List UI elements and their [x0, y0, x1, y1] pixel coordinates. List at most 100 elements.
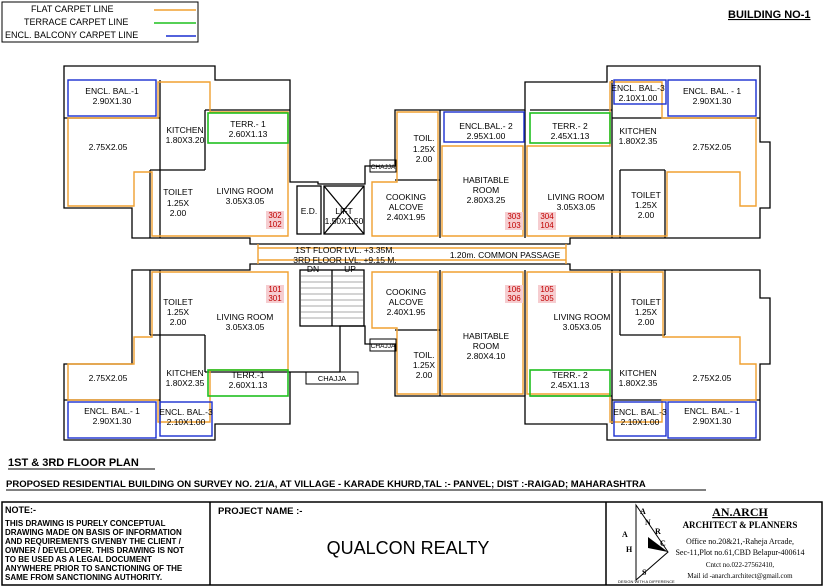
note-line-4: OWNER / DEVELOPER. THIS DRAWING IS NOT [5, 546, 184, 555]
dim-toil-upper-b: 2.00 [416, 154, 433, 164]
label-chajja-lower: CHAJJA [371, 343, 396, 350]
legend-flat-label: FLAT CARPET LINE [31, 4, 114, 14]
project-name: QUALCON REALTY [327, 538, 490, 558]
dim-living-ul: 3.05X3.05 [226, 196, 265, 206]
logo-letter-6: H [626, 545, 633, 554]
legend-terrace-label: TERRACE CARPET LINE [24, 17, 128, 27]
label-cooking-lower: COOKING [386, 287, 426, 297]
flat-303: 303 [507, 212, 521, 221]
dim-toil-upper-a: 1.25X [413, 144, 436, 154]
dim-kitchen-ll: 1.80X2.35 [166, 378, 205, 388]
firm-email: Mail id -anarch.architect@gmail.com [687, 572, 793, 580]
label-encl-bal-3-lr: ENCL. BAL.-3 [613, 407, 667, 417]
label-living-ur: LIVING ROOM [548, 192, 605, 202]
dim-kitchen-ul: 1.80X3.20 [166, 135, 205, 145]
label-toilet-ll: TOILET [163, 297, 193, 307]
label-living-lr: LIVING ROOM [554, 312, 611, 322]
flat-104: 104 [540, 221, 554, 230]
flat-number-tags: 302 102 303 103 304 104 101 301 106 306 … [266, 211, 556, 303]
title-block: NOTE:- THIS DRAWING IS PURELY CONCEPTUAL… [1, 501, 823, 586]
dim-living-lr: 3.05X3.05 [563, 322, 602, 332]
dim-encl-bal-1-ur: 2.90X1.30 [693, 96, 732, 106]
flat-102: 102 [268, 220, 282, 229]
dim-room-ur: 2.75X2.05 [693, 142, 732, 152]
chajja-boxes [305, 159, 397, 385]
logo-letter-2: N [645, 518, 651, 527]
note-line-6: ANYWHERE PRIOR TO SANCTIONING OF THE [5, 564, 183, 573]
dim-encl-bal-1-ul: 2.90X1.30 [93, 96, 132, 106]
dim-alcove-upper: 2.40X1.95 [387, 212, 426, 222]
dim-toilet-ur-b: 2.00 [638, 210, 655, 220]
label-habitable-lower: HABITABLE [463, 331, 509, 341]
label-cooking-upper: COOKING [386, 192, 426, 202]
label-encl-bal-1-lr: ENCL. BAL.- 1 [684, 406, 740, 416]
dim-encl-bal-1-ll: 2.90X1.30 [93, 416, 132, 426]
label-alcove-lower: ALCOVE [389, 297, 424, 307]
dim-encl-bal-2: 2.95X1.00 [467, 131, 506, 141]
building-label: BUILDING NO-1 [728, 9, 811, 21]
label-kitchen-ul: KITCHEN [166, 125, 203, 135]
dim-toilet-lr-a: 1.25X [635, 307, 658, 317]
note-line-7: SAME FROM SANCTIONING AUTHORITY. [5, 573, 162, 582]
label-room-lower: ROOM [473, 341, 499, 351]
dim-toilet-ur-a: 1.25X [635, 200, 658, 210]
dim-toilet-lr-b: 2.00 [638, 317, 655, 327]
plan-title: 1ST & 3RD FLOOR PLAN [8, 457, 139, 469]
flat-101: 101 [268, 285, 282, 294]
dim-terr1-ul: 2.60X1.13 [229, 129, 268, 139]
dim-habitable-upper: 2.80X3.25 [467, 195, 506, 205]
dim-encl-bal-1-lr: 2.90X1.30 [693, 416, 732, 426]
terrace-carpet-lines [207, 112, 611, 397]
note-heading: NOTE:- [5, 505, 36, 515]
dim-room-ul: 2.75X2.05 [89, 142, 128, 152]
dim-toilet-ul-a: 1.25X [167, 198, 190, 208]
label-kitchen-ll: KITCHEN [166, 368, 203, 378]
dim-room-ll: 2.75X2.05 [89, 373, 128, 383]
dim-toilet-ll-b: 2.00 [170, 317, 187, 327]
firm-contact: Cntct no.022-27562410, [706, 561, 774, 569]
label-kitchen-lr: KITCHEN [619, 368, 656, 378]
staircase-treads [300, 275, 364, 319]
flat-306: 306 [507, 294, 521, 303]
dim-toil-lower-a: 1.25X [413, 360, 436, 370]
balcony-carpet-lines [67, 79, 757, 439]
label-lift: LIFT [335, 206, 352, 216]
label-encl-bal-2: ENCL.BAL.- 2 [459, 121, 513, 131]
logo-letter-1: A [640, 507, 646, 516]
logo-letter-3: A [622, 530, 628, 539]
logo-letter-7: S [642, 568, 647, 577]
note-line-2: DRAWING MADE ON BASIS OF INFORMATION [5, 528, 182, 537]
label-toilet-ul: TOILET [163, 187, 193, 197]
label-ed: E.D. [301, 206, 318, 216]
label-habitable-upper: HABITABLE [463, 175, 509, 185]
flat-105: 105 [540, 285, 554, 294]
label-common-passage: 1.20m. COMMON PASSAGE [450, 250, 561, 260]
dim-encl-bal-3-lr: 2.10X1.00 [621, 417, 660, 427]
label-chajja-stair: CHAJJA [318, 374, 346, 383]
dim-living-ll: 3.05X3.05 [226, 322, 265, 332]
dim-kitchen-lr: 1.80X2.35 [619, 378, 658, 388]
label-terr2-lr: TERR.- 2 [552, 370, 588, 380]
dim-toilet-ul-b: 2.00 [170, 208, 187, 218]
note-line-1: THIS DRAWING IS PURELY CONCEPTUAL [5, 519, 166, 528]
flat-301: 301 [268, 294, 282, 303]
note-line-3: AND REQUIREMENTS GIVENBY THE CLIENT / [5, 537, 182, 546]
label-up: UP [344, 264, 356, 274]
label-alcove-upper: ALCOVE [389, 202, 424, 212]
dim-encl-bal-3-ll: 2.10X1.00 [167, 417, 206, 427]
legend-balcony-label: ENCL. BALCONY CARPET LINE [5, 30, 138, 40]
label-toil-lower: TOIL. [413, 350, 434, 360]
firm-subtitle: ARCHITECT & PLANNERS [683, 520, 798, 530]
project-label: PROJECT NAME :- [218, 506, 302, 517]
note-line-5: TO BE USED AS A LEGAL DOCUMENT [5, 555, 152, 564]
dim-living-ur: 3.05X3.05 [557, 202, 596, 212]
firm-address-2: Sec-11,Plot no.61,CBD Belapur-400614 [675, 548, 804, 557]
dim-habitable-lower: 2.80X4.10 [467, 351, 506, 361]
dim-alcove-lower: 2.40X1.95 [387, 307, 426, 317]
label-encl-bal-1-ur: ENCL. BAL. - 1 [683, 86, 741, 96]
room-labels: ENCL. BAL.-1 2.90X1.30 KITCHEN 1.80X3.20… [84, 83, 741, 427]
label-toilet-ur: TOILET [631, 190, 661, 200]
label-living-ul: LIVING ROOM [217, 186, 274, 196]
dim-room-lr: 2.75X2.05 [693, 373, 732, 383]
floor-level-3: 3RD FLOOR LVL. +9.15 M. [293, 255, 397, 265]
